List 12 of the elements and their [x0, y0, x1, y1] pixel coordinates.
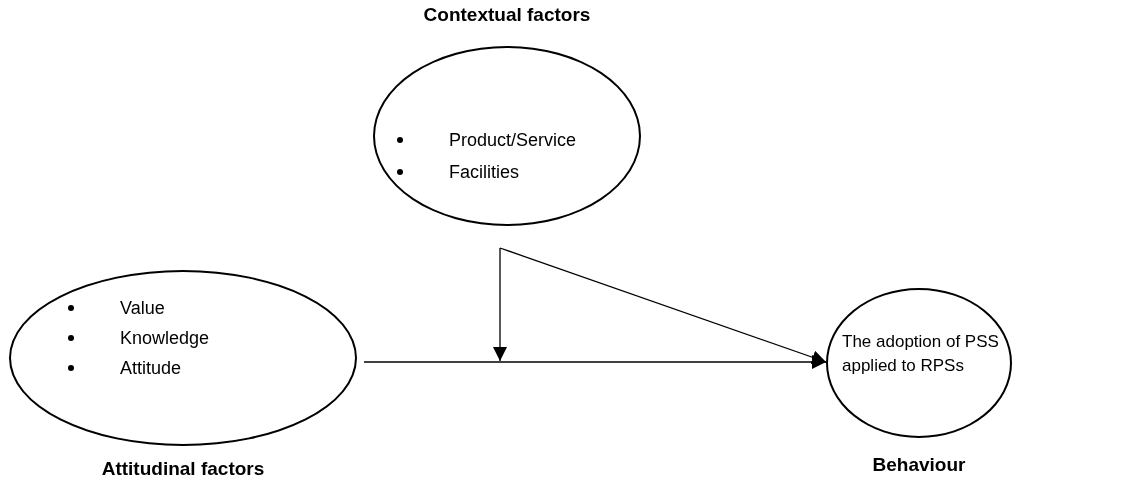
- bullet-item: Knowledge: [120, 328, 210, 348]
- node-heading: Behaviour: [872, 454, 966, 476]
- arrow: [493, 247, 507, 362]
- arrow: [499, 247, 827, 364]
- bullet-item: Product/Service: [449, 130, 577, 150]
- bullet-item: Facilities: [449, 162, 519, 182]
- node-heading: Contextual factors: [423, 4, 591, 26]
- ellipse-text: The adoption of PSS applied to RPSs: [842, 331, 1000, 377]
- arrow: [363, 355, 827, 369]
- node-heading: Attitudinal factors: [101, 458, 265, 480]
- bullet-item: Value: [120, 298, 165, 318]
- bullet-item: Attitude: [120, 358, 182, 378]
